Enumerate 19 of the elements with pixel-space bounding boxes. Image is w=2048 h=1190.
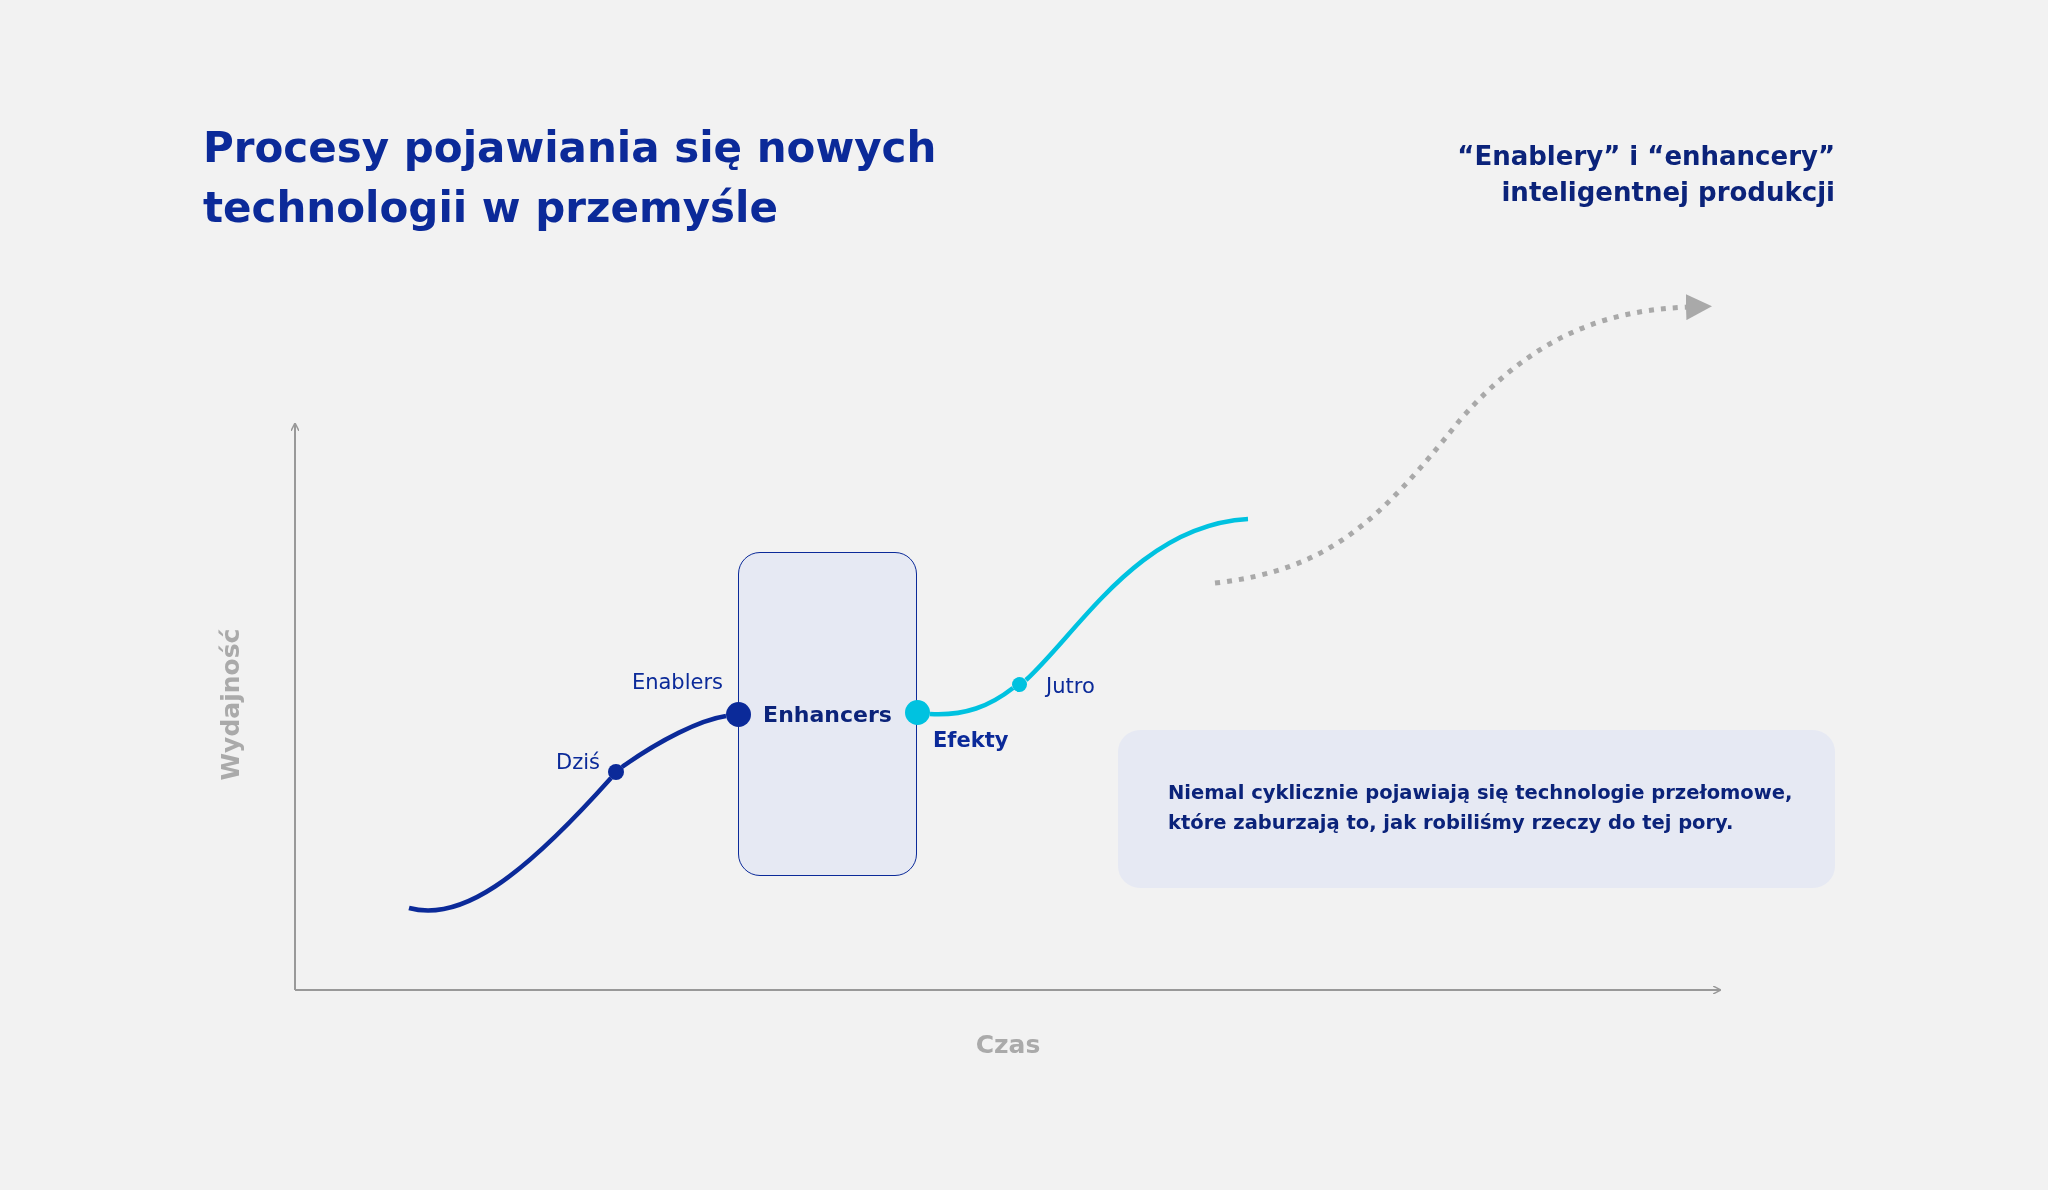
point-marker: [726, 702, 751, 727]
heading: “Enablery” i “enhancery” inteligentnej produkcji: [1456, 140, 1835, 209]
curve-segment: [620, 713, 727, 769]
point-label: Efekty: [933, 728, 1010, 752]
point-label: Jutro: [1046, 674, 1096, 698]
title: Procesy pojawiania się nowych technologii w przemyśle: [203, 122, 938, 234]
point-marker: [1012, 677, 1027, 692]
point-marker: [905, 700, 930, 725]
curve-segment: [408, 776, 613, 913]
phase-label: Enhancers: [763, 701, 892, 727]
axis-label: Czas: [974, 1030, 1042, 1059]
point-label: Dziś: [555, 750, 600, 774]
curve-segment: [1024, 516, 1249, 682]
curve-segment: [929, 686, 1015, 717]
point-marker: [608, 764, 624, 780]
note-text: Niemal cyklicznie pojawiają się technologie przełomowe, które zaburzają to, jak robiliśmy rzeczy do tej pory.: [1168, 780, 1794, 836]
axis-label: Wydajność: [215, 627, 245, 783]
phase-box: [738, 552, 917, 876]
point-label: Enablers: [630, 670, 723, 694]
